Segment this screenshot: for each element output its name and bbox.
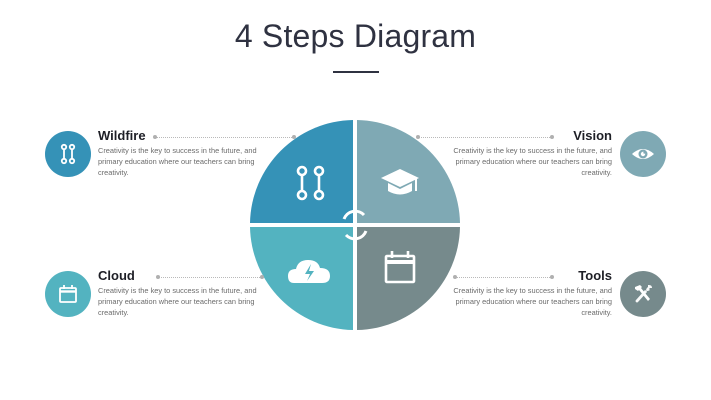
eye-icon — [632, 149, 654, 159]
connector-dot — [550, 135, 554, 139]
connector-dot — [153, 135, 157, 139]
calendar-icon — [384, 251, 416, 284]
connection-nodes-icon — [296, 165, 325, 201]
connector-dot — [292, 135, 296, 139]
tools-icon-button[interactable] — [620, 271, 666, 317]
cloud-lightning-icon — [288, 260, 330, 283]
connector-dot — [156, 275, 160, 279]
page-title: 4 Steps Diagram — [234, 18, 477, 54]
connector-wildfire — [156, 137, 294, 138]
graduation-cap-icon — [381, 169, 419, 195]
cycle-arrows-icon[interactable] — [342, 209, 368, 241]
connection-nodes-icon — [60, 143, 76, 165]
quadrant-tools[interactable] — [357, 227, 460, 330]
connector-cloud — [158, 277, 262, 278]
step-description: Creativity is the key to success in the … — [453, 146, 612, 177]
connector-tools — [455, 277, 552, 278]
vision-icon-button[interactable] — [620, 131, 666, 177]
step-title: Wildfire — [98, 128, 146, 143]
quadrant-vision[interactable] — [357, 120, 460, 223]
connector-dot — [260, 275, 264, 279]
calendar-icon — [59, 285, 77, 303]
connector-dot — [453, 275, 457, 279]
step-description: Creativity is the key to success in the … — [98, 146, 257, 177]
title-underline — [333, 71, 379, 73]
quadrant-wildfire[interactable] — [250, 120, 353, 223]
step-title: Vision — [573, 128, 612, 143]
connector-dot — [416, 135, 420, 139]
step-description: Creativity is the key to success in the … — [98, 286, 257, 317]
connector-dot — [550, 275, 554, 279]
hammer-wrench-icon — [635, 285, 652, 303]
cloud-icon-button[interactable] — [45, 271, 91, 317]
step-title: Tools — [578, 268, 612, 283]
step-title: Cloud — [98, 268, 135, 283]
wildfire-icon-button[interactable] — [45, 131, 91, 177]
step-description: Creativity is the key to success in the … — [453, 286, 612, 317]
connector-vision — [418, 137, 552, 138]
